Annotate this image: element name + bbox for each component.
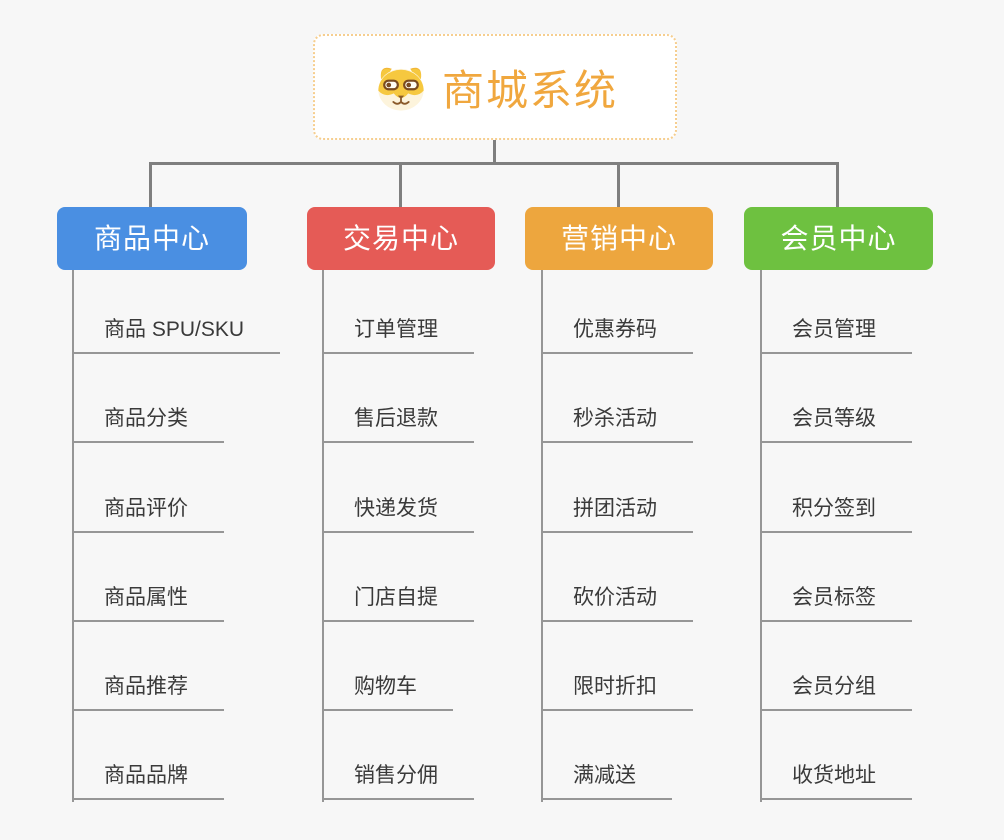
root-title: 商城系统: [441, 66, 618, 114]
branch-node-marketing-center[interactable]: 营销中心: [525, 207, 713, 270]
connector-drop-3: [617, 162, 620, 207]
connector-root-stem: [493, 140, 496, 165]
connector-branch-4: [760, 270, 762, 802]
topic-node[interactable]: 限时折扣: [541, 672, 693, 711]
dog-face-icon: [378, 67, 424, 111]
topic-node[interactable]: 商品评价: [72, 494, 224, 533]
topic-node[interactable]: 会员标签: [760, 583, 912, 622]
topic-node[interactable]: 商品属性: [72, 583, 224, 622]
topic-node[interactable]: 会员等级: [760, 404, 912, 443]
topic-node[interactable]: 商品 SPU/SKU: [72, 315, 281, 354]
topic-node[interactable]: 收货地址: [760, 761, 912, 800]
topic-node[interactable]: 积分签到: [760, 494, 912, 533]
root-node[interactable]: 商城系统: [313, 34, 677, 140]
topic-node[interactable]: 会员分组: [760, 672, 912, 711]
connector-branch-3: [541, 270, 543, 802]
topic-node[interactable]: 秒杀活动: [541, 404, 693, 443]
connector-branch-1: [72, 270, 74, 802]
topic-node[interactable]: 商品分类: [72, 404, 224, 443]
branch-node-member-center[interactable]: 会员中心: [744, 207, 933, 270]
topic-node[interactable]: 砍价活动: [541, 583, 693, 622]
connector-drop-2: [399, 162, 402, 207]
topic-node[interactable]: 门店自提: [322, 583, 474, 622]
topic-node[interactable]: 会员管理: [760, 315, 912, 354]
topic-node[interactable]: 售后退款: [322, 404, 474, 443]
topic-node[interactable]: 拼团活动: [541, 494, 693, 533]
connector-branch-2: [322, 270, 324, 802]
topic-node[interactable]: 商品品牌: [72, 761, 224, 800]
topic-node[interactable]: 优惠券码: [541, 315, 693, 354]
branch-node-trade-center[interactable]: 交易中心: [307, 207, 495, 270]
topic-node[interactable]: 满减送: [541, 761, 672, 800]
connector-drop-1: [149, 162, 152, 207]
topic-node[interactable]: 快递发货: [322, 494, 474, 533]
topic-node[interactable]: 订单管理: [322, 315, 474, 354]
topic-node[interactable]: 商品推荐: [72, 672, 224, 711]
branch-node-product-center[interactable]: 商品中心: [57, 207, 247, 270]
connector-bus: [149, 162, 839, 165]
topic-node[interactable]: 销售分佣: [322, 761, 474, 800]
topic-node[interactable]: 购物车: [322, 672, 453, 711]
connector-drop-4: [836, 162, 839, 207]
